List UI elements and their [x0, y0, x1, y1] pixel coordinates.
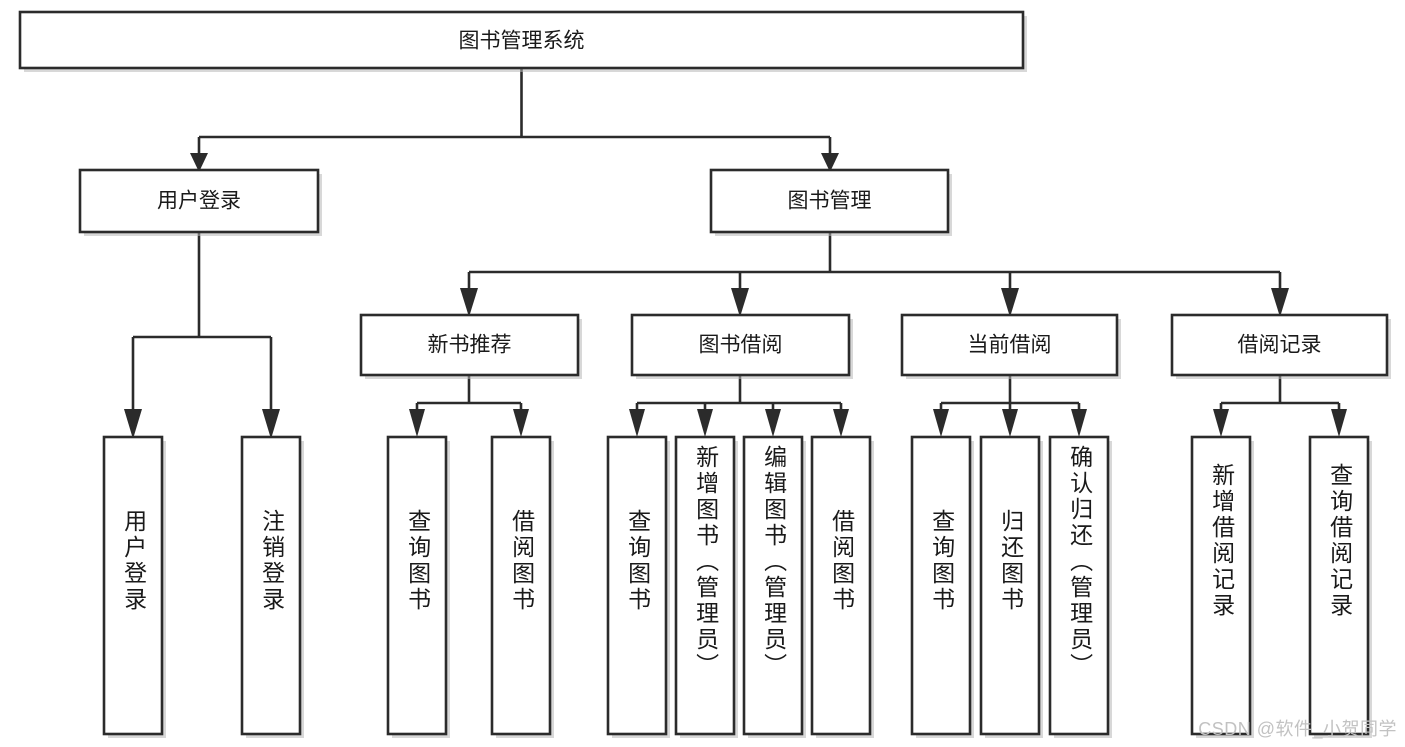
leaf-node-borrow-record-2[interactable]: [1308, 435, 1372, 738]
leaf-book-borrow-3-box[interactable]: [742, 435, 804, 736]
arrowhead-bookborrow-leaf4-icon: [833, 409, 849, 437]
leaf-node-user-login-2[interactable]: [240, 435, 304, 738]
node-book-borrow-box[interactable]: [630, 313, 851, 377]
arrowhead-borrowrecord-icon: [1271, 288, 1289, 317]
leaf-current-borrow-3-box[interactable]: [1048, 435, 1110, 736]
node-new-book-recommend-label: 新书推荐: [428, 334, 512, 357]
arrowhead-userlogin-leaf2-icon: [262, 409, 280, 439]
node-current-borrow-box[interactable]: [900, 313, 1119, 377]
leaf-borrow-record-1-box[interactable]: [1190, 435, 1252, 736]
leaf-new-book-1-box[interactable]: [386, 435, 448, 736]
node-root-box[interactable]: [18, 10, 1025, 70]
node-root[interactable]: 图书管理系统: [18, 10, 1027, 72]
arrowhead-newbook-leaf2-icon: [513, 409, 529, 437]
arrowhead-currentborrow-leaf3-icon: [1071, 409, 1087, 437]
leaf-current-borrow-1-box[interactable]: [910, 435, 972, 736]
node-book-manage-box[interactable]: [709, 168, 950, 234]
leaf-node-new-book-1[interactable]: [386, 435, 450, 738]
leaf-user-login-2-box[interactable]: [240, 435, 302, 736]
arrowhead-currentborrow-icon: [1001, 288, 1019, 317]
node-borrow-record-label: 借阅记录: [1238, 334, 1322, 357]
arrowhead-borrowrecord-leaf1-icon: [1213, 409, 1229, 437]
node-current-borrow-label: 当前借阅: [968, 334, 1052, 357]
leaf-book-borrow-4-box[interactable]: [810, 435, 872, 736]
node-book-borrow-label: 图书借阅: [699, 334, 783, 357]
node-user-login-label: 用户登录: [157, 190, 241, 213]
leaf-user-login-1-box[interactable]: [102, 435, 164, 736]
leaf-current-borrow-2-box[interactable]: [979, 435, 1041, 736]
arrowhead-newbook-leaf1-icon: [409, 409, 425, 437]
node-new-book-recommend[interactable]: 新书推荐: [359, 313, 582, 379]
node-user-login-box[interactable]: [78, 168, 320, 234]
node-book-manage[interactable]: 图书管理: [709, 168, 952, 236]
arrowhead-newbook-icon: [460, 288, 478, 317]
arrowhead-bookborrow-leaf2-icon: [697, 409, 713, 437]
node-borrow-record-box[interactable]: [1170, 313, 1389, 377]
arrowhead-currentborrow-leaf2-icon: [1002, 409, 1018, 437]
leaf-node-book-borrow-2[interactable]: [674, 435, 738, 738]
node-root-label: 图书管理系统: [459, 30, 585, 53]
arrowhead-currentborrow-leaf1-icon: [933, 409, 949, 437]
leaf-node-book-borrow-1[interactable]: [606, 435, 670, 738]
node-current-borrow[interactable]: 当前借阅: [900, 313, 1121, 379]
leaf-node-new-book-2[interactable]: [490, 435, 554, 738]
leaf-borrow-record-2-box[interactable]: [1308, 435, 1370, 736]
leaf-node-current-borrow-2[interactable]: [979, 435, 1043, 738]
arrowhead-userlogin-leaf1-icon: [124, 409, 142, 439]
arrowhead-group: [124, 153, 1347, 439]
leaf-new-book-2-box[interactable]: [490, 435, 552, 736]
node-user-login[interactable]: 用户登录: [78, 168, 322, 236]
leaf-node-current-borrow-3[interactable]: [1048, 435, 1112, 738]
arrowhead-user-login-icon: [190, 153, 208, 172]
csdn-watermark: CSDN @软件_小贺同学: [1198, 719, 1397, 739]
arrowhead-bookborrow-leaf3-icon: [765, 409, 781, 437]
leaf-book-borrow-2-box[interactable]: [674, 435, 736, 736]
node-new-book-recommend-box[interactable]: [359, 313, 580, 377]
leaf-node-current-borrow-1[interactable]: [910, 435, 974, 738]
node-borrow-record[interactable]: 借阅记录: [1170, 313, 1391, 379]
arrowhead-bookborrow-leaf1-icon: [629, 409, 645, 437]
arrowhead-book-manage-icon: [821, 153, 839, 172]
leaf-node-borrow-record-1[interactable]: [1190, 435, 1254, 738]
leaf-node-book-borrow-4[interactable]: [810, 435, 874, 738]
leaf-node-book-borrow-3[interactable]: [742, 435, 806, 738]
leaf-node-user-login-1[interactable]: [102, 435, 166, 738]
leaf-book-borrow-1-box[interactable]: [606, 435, 668, 736]
node-book-manage-label: 图书管理: [788, 190, 872, 213]
arrowhead-borrowrecord-leaf2-icon: [1331, 409, 1347, 437]
node-book-borrow[interactable]: 图书借阅: [630, 313, 853, 379]
arrowhead-bookborrow-icon: [731, 288, 749, 317]
